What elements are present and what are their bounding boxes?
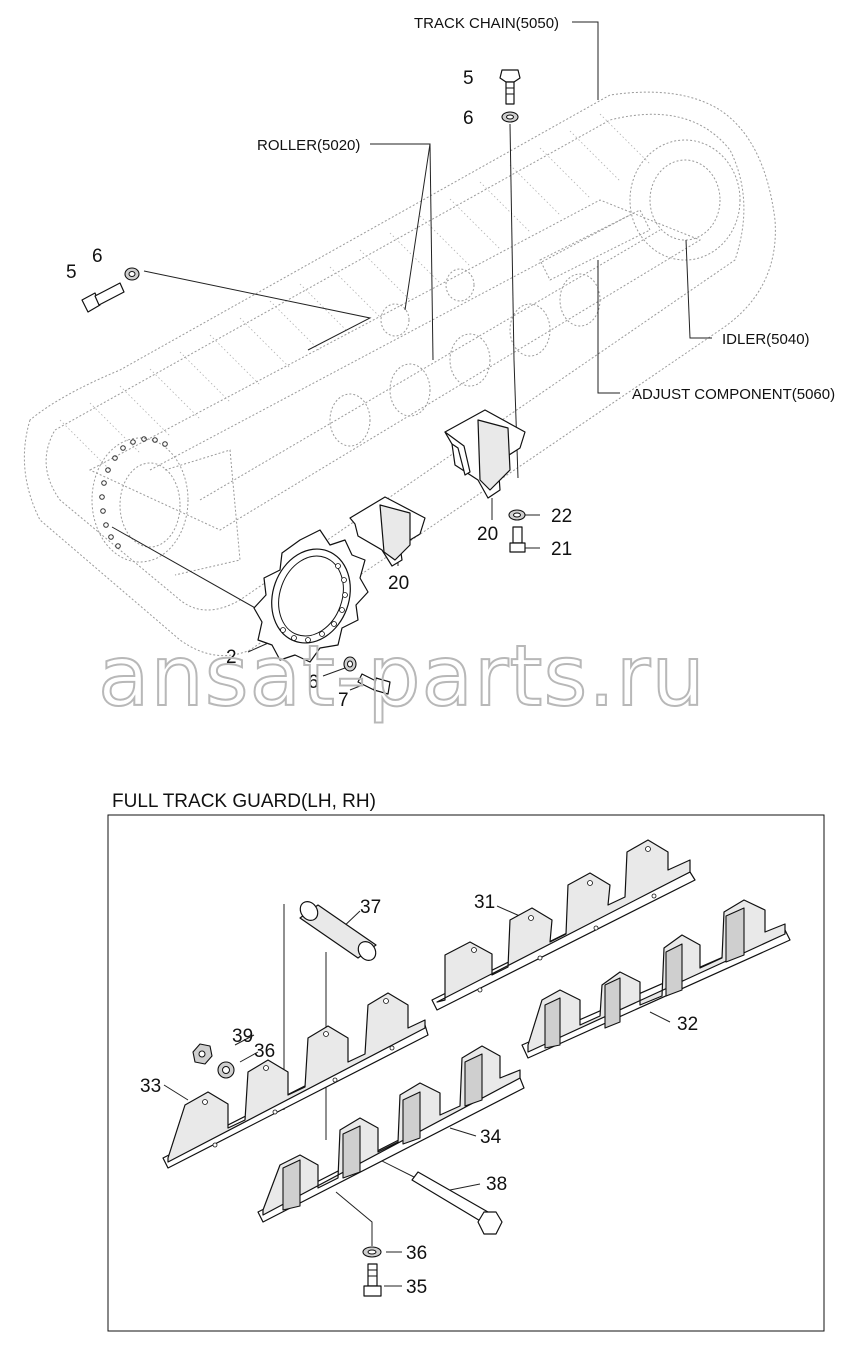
callout-37: 37 <box>360 897 381 918</box>
guard-rail-31 <box>431 839 696 1011</box>
callout-33: 33 <box>140 1076 161 1097</box>
bolt-21 <box>509 526 526 553</box>
track-frame-ghost <box>23 91 776 657</box>
callouts-guard: 37 31 39 36 33 32 34 38 36 35 <box>140 892 698 1298</box>
guard-rail-33 <box>162 992 429 1169</box>
watermark: ansat-parts.ru <box>98 627 706 725</box>
washer-6-left <box>124 267 140 281</box>
pin-37 <box>299 901 377 961</box>
track-guard-frame <box>107 814 825 1332</box>
callout-36: 36 <box>406 1243 427 1264</box>
washer-22 <box>508 509 526 521</box>
guard-rail-34 <box>257 1045 525 1223</box>
bolt-38 <box>411 1171 503 1235</box>
label-track-chain: TRACK CHAIN(5050) <box>414 15 559 32</box>
callout-39: 39 <box>232 1026 253 1047</box>
hub-bolt-holes <box>99 436 168 549</box>
sprocket-2 <box>253 529 369 663</box>
roller-guard-20-right <box>444 409 526 499</box>
callout-36: 36 <box>254 1041 275 1062</box>
callout-6: 6 <box>92 246 103 267</box>
label-idler: IDLER(5040) <box>722 331 810 348</box>
bolt-7 <box>357 673 391 695</box>
bolt-35 <box>363 1263 382 1297</box>
callout-20: 20 <box>388 573 409 594</box>
callout-32: 32 <box>677 1014 698 1035</box>
callout-2: 2 <box>226 647 237 668</box>
callout-21: 21 <box>551 539 572 560</box>
callout-31: 31 <box>474 892 495 913</box>
roller-guard-20-left <box>349 496 426 567</box>
callout-22: 22 <box>551 506 572 527</box>
callout-7: 7 <box>338 690 349 711</box>
callout-35: 35 <box>406 1277 427 1298</box>
guard-rail-32 <box>521 899 791 1059</box>
washer-36-lower <box>362 1246 382 1258</box>
washer-6-top <box>501 111 519 123</box>
washer-36-upper <box>217 1061 235 1079</box>
callout-38: 38 <box>486 1174 507 1195</box>
label-adjust-component: ADJUST COMPONENT(5060) <box>632 386 835 403</box>
callout-6: 6 <box>463 108 474 129</box>
bolt-5-top <box>499 69 521 105</box>
callout-5: 5 <box>463 68 474 89</box>
label-roller: ROLLER(5020) <box>257 137 360 154</box>
nut-39 <box>192 1043 213 1065</box>
component-labels: TRACK CHAIN(5050) ROLLER(5020) IDLER(504… <box>257 15 835 403</box>
callout-20: 20 <box>477 524 498 545</box>
washer-6-lower <box>343 656 357 672</box>
section-title: FULL TRACK GUARD(LH, RH) <box>112 791 376 812</box>
callout-5: 5 <box>66 262 77 283</box>
callouts-top: 5 6 6 5 22 21 20 20 2 6 7 <box>66 68 572 711</box>
callout-6: 6 <box>308 672 319 693</box>
bolt-5-left <box>81 282 125 313</box>
callout-34: 34 <box>480 1127 502 1148</box>
